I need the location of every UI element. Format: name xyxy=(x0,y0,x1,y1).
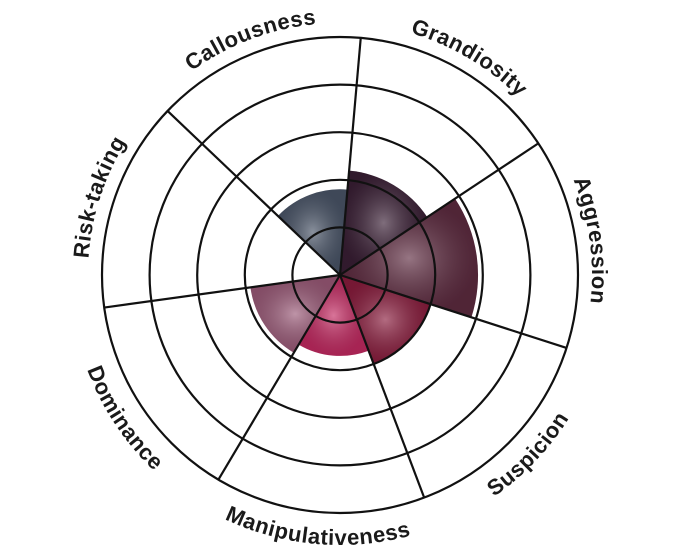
grid-layer xyxy=(100,35,580,515)
category-label-risk-taking: Risk-taking xyxy=(68,131,130,259)
grid-ring-5 xyxy=(100,35,580,515)
category-label-text-risk-taking: Risk-taking xyxy=(68,131,129,259)
category-label-text-grandiosity: Grandiosity xyxy=(409,14,533,102)
sectors-layer xyxy=(250,170,479,365)
category-label-callousness: Callousness xyxy=(180,4,317,75)
sector-shading-callousness xyxy=(277,189,348,275)
sector-shading-dominance xyxy=(250,275,340,353)
grid-spoke-3 xyxy=(339,273,567,350)
label-path-suspicion xyxy=(444,367,594,524)
category-label-text-callousness: Callousness xyxy=(180,4,317,75)
grid-ring-2 xyxy=(243,178,437,372)
grid-spoke-4 xyxy=(338,274,426,498)
sector-shading-aggression xyxy=(340,198,479,318)
label-path-dominance xyxy=(74,321,194,502)
grid-spoke-7 xyxy=(166,110,341,276)
grid-ring-3 xyxy=(196,131,484,419)
grid-spoke-2 xyxy=(339,142,539,276)
grid-spoke-6 xyxy=(104,273,341,309)
sector-shading-grandiosity xyxy=(340,170,428,275)
grid-ring-4 xyxy=(148,83,532,467)
grid-spoke-5 xyxy=(217,274,341,481)
sector-shading-manipulativeness xyxy=(298,275,369,356)
grid-ring-1 xyxy=(291,226,389,324)
category-label-grandiosity: Grandiosity xyxy=(409,14,533,102)
grid-spoke-1 xyxy=(338,37,362,276)
